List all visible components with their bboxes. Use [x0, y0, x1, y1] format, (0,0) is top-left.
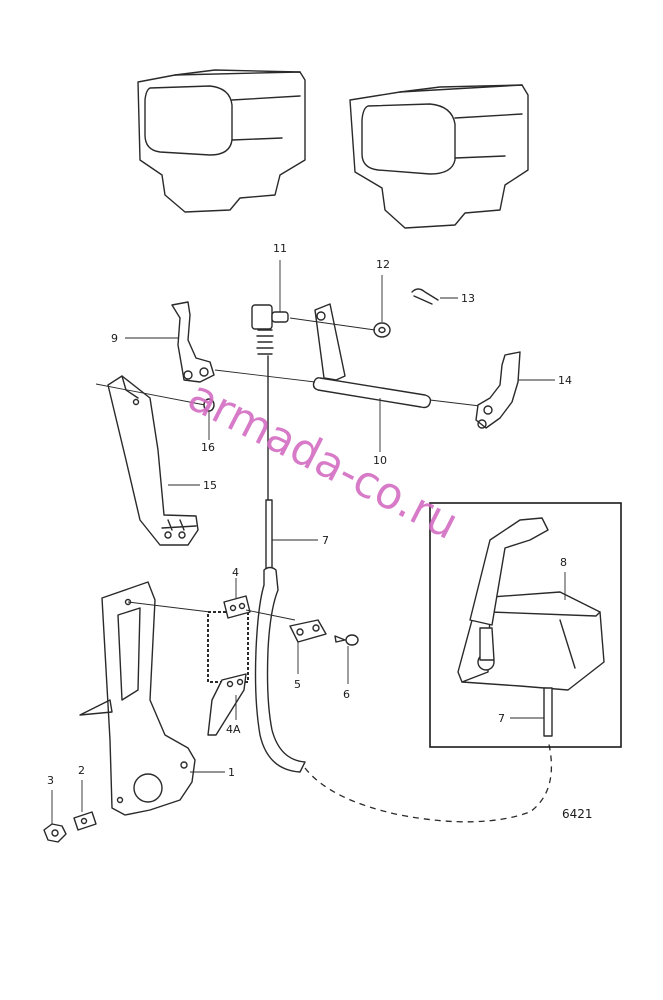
callout-1: 1 — [228, 766, 235, 779]
clamp-plates-4 — [207, 578, 296, 736]
mounting-bracket-1 — [79, 581, 225, 816]
cable-clamp-5 — [289, 619, 327, 674]
control-cable-7 — [254, 355, 553, 823]
callout-11: 11 — [273, 242, 287, 255]
washer-16 — [203, 398, 215, 440]
cable-clamp-11 — [251, 260, 289, 355]
cotter-pin-13 — [411, 288, 458, 305]
control-housing-left — [137, 69, 306, 213]
lever-arm-14 — [475, 351, 555, 429]
callout-12: 12 — [376, 258, 390, 271]
lock-washer-2 — [73, 780, 97, 831]
callout-4a: 4A — [226, 723, 241, 736]
bracket-15 — [95, 375, 206, 546]
callout-6: 6 — [343, 688, 350, 701]
callout-8: 8 — [560, 556, 567, 569]
callout-2: 2 — [78, 764, 85, 777]
callout-5: 5 — [294, 678, 301, 691]
remote-control-inset — [429, 502, 622, 748]
nut-3 — [43, 790, 67, 843]
callout-10: 10 — [373, 454, 387, 467]
callout-3: 3 — [47, 774, 54, 787]
callout-4: 4 — [232, 566, 239, 579]
callout-14: 14 — [558, 374, 572, 387]
callout-7-inset: 7 — [498, 712, 505, 725]
screw-6 — [334, 634, 359, 684]
lever-arm-9 — [125, 301, 215, 383]
callout-7: 7 — [322, 534, 329, 547]
callout-13: 13 — [461, 292, 475, 305]
callout-16: 16 — [201, 441, 215, 454]
callout-9: 9 — [111, 332, 118, 345]
control-housing-right — [349, 84, 529, 229]
drawing-number: 6421 — [562, 807, 593, 821]
washer-12 — [373, 275, 391, 338]
callout-15: 15 — [203, 479, 217, 492]
shaft-10 — [214, 303, 481, 452]
